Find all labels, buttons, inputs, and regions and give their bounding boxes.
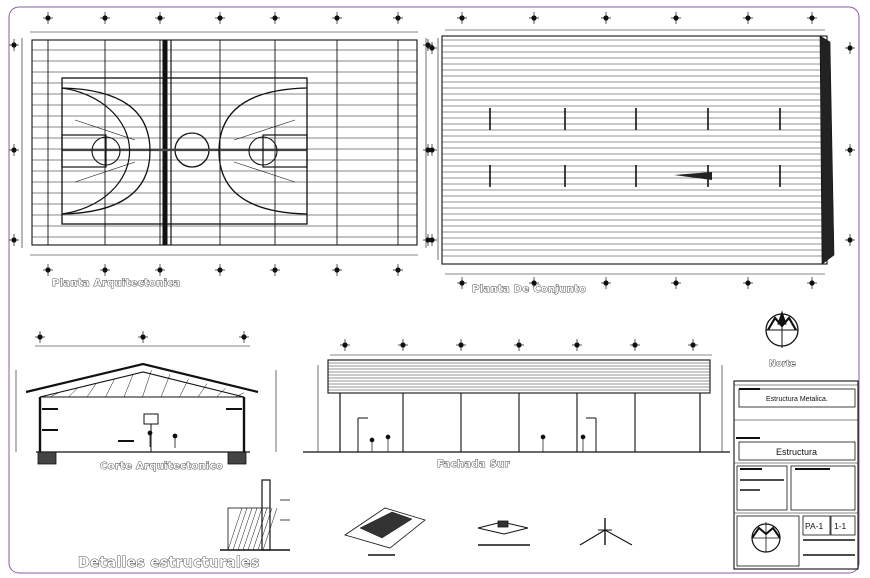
truss-web-members	[35, 331, 249, 398]
elevation-drawing	[303, 339, 730, 453]
axis-markers	[9, 12, 433, 276]
structural-details	[220, 479, 633, 556]
hatch-line	[237, 507, 253, 551]
details-title: Detalles estructurales	[78, 555, 259, 571]
hatch-line	[227, 507, 243, 551]
site-plan-title: Planta De Conjunto	[472, 284, 586, 295]
truss-diagonal	[142, 370, 152, 398]
truss-diagonal	[105, 378, 115, 398]
truss-diagonal	[86, 383, 97, 398]
truss-diagonal	[49, 392, 60, 398]
sheet-name: Estructura	[776, 447, 817, 457]
truss-diagonal	[68, 387, 78, 398]
site-plan-drawing	[427, 12, 855, 289]
section-title: Corte Arquitectonico	[100, 461, 223, 472]
site-column-marks	[489, 108, 781, 187]
hatch-line	[242, 507, 258, 551]
elevation-title: Fachada Sur	[437, 459, 510, 470]
hatch-line	[257, 507, 273, 551]
truss-diagonal	[123, 374, 134, 398]
concrete-hatch	[227, 507, 278, 551]
project-name: Estructura Metalica.	[766, 396, 828, 403]
truss-diagonal	[216, 388, 226, 398]
sheet-number: 1-1	[834, 521, 847, 531]
roof-sheet-lines	[442, 39, 826, 257]
hatch-line	[262, 507, 278, 551]
truss-diagonal	[197, 383, 208, 398]
hatch-line	[247, 507, 263, 551]
floor-plan-drawing	[9, 12, 433, 276]
sheet-border	[8, 6, 860, 574]
facade-columns	[402, 393, 636, 452]
truss-diagonal	[160, 374, 171, 398]
floor-plan-title: Planta Arquitectonica	[52, 278, 181, 289]
sheet-code: PA-1	[805, 521, 824, 531]
north-arrow-symbol	[765, 310, 799, 348]
facade-axis-markers	[340, 339, 698, 351]
site-axis-markers	[427, 12, 855, 289]
facade-roof-sheets	[328, 362, 710, 391]
title-block	[733, 380, 859, 570]
truss-diagonal	[179, 378, 189, 398]
hatch-line	[232, 507, 248, 551]
truss-diagonal	[234, 392, 245, 398]
section-drawing	[15, 331, 277, 465]
column-grid-lines	[47, 40, 399, 245]
hatch-line	[252, 507, 268, 551]
north-label: Norte	[769, 359, 796, 368]
